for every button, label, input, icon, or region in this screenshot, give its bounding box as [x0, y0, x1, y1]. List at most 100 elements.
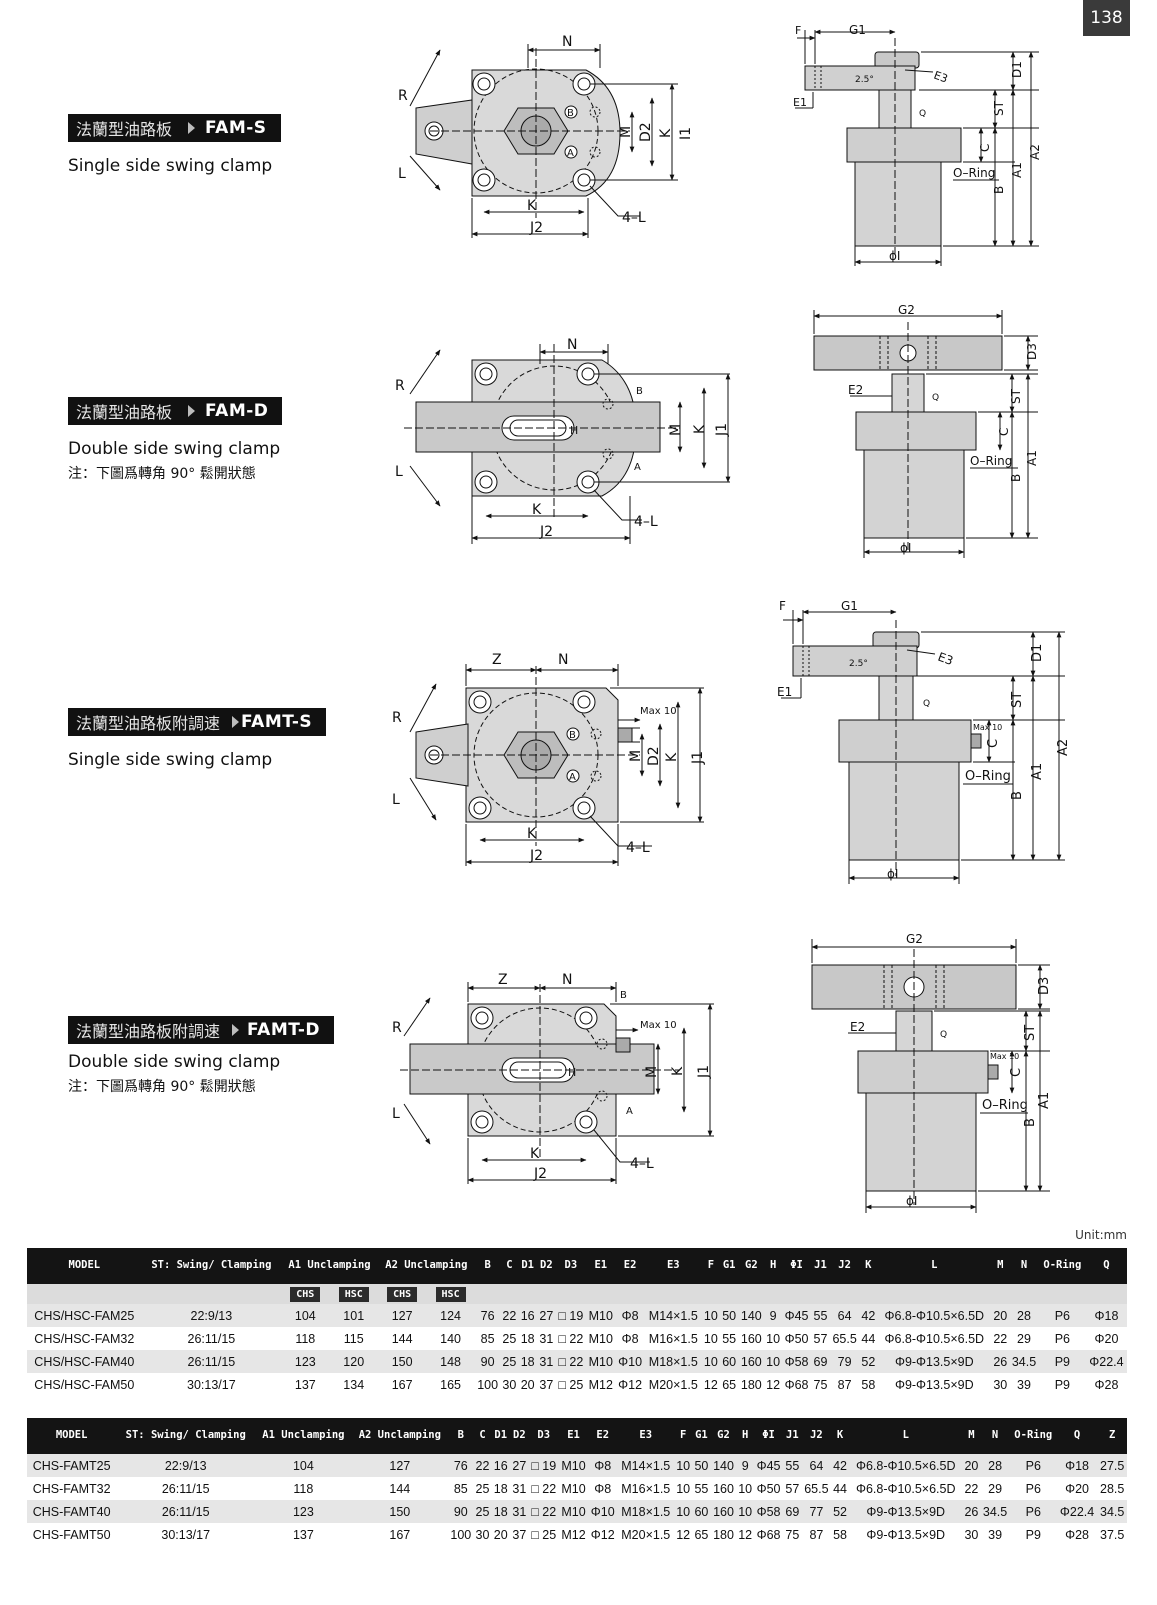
table-cell: 52: [859, 1350, 878, 1373]
section-famt-d: 法蘭型油路板附調速 FAMT-D Double side swing clamp…: [68, 1016, 335, 1096]
column-header: E3: [617, 1418, 675, 1454]
dim-label-c: C: [1009, 1068, 1024, 1077]
column-header: E1: [558, 1418, 589, 1454]
table-cell: 34.5: [1009, 1350, 1039, 1373]
table-cell: Φ20: [1056, 1477, 1098, 1500]
column-header: E3: [644, 1248, 702, 1284]
table-cell: 10: [701, 1350, 720, 1373]
port-a-label: A: [626, 1106, 633, 1117]
dim-label-m: M: [644, 1066, 660, 1078]
table-cell: Φ68: [782, 1373, 812, 1396]
table-cell: M14×1.5: [617, 1454, 675, 1477]
table-cell: 30: [991, 1373, 1010, 1396]
table-cell: M10: [558, 1477, 589, 1500]
column-header: D1: [518, 1248, 538, 1284]
table-cell: M10: [585, 1350, 616, 1373]
dim-label-q: Q: [919, 109, 926, 119]
column-header: B: [474, 1248, 501, 1284]
table-cell: 90: [448, 1500, 474, 1523]
table-cell: 140: [738, 1304, 765, 1327]
table-cell: 16: [491, 1454, 511, 1477]
blank-cell: [585, 1284, 616, 1304]
table-cell: 123: [255, 1500, 352, 1523]
table-cell: 118: [255, 1477, 352, 1500]
dim-label-d1: D1: [1010, 61, 1024, 78]
table-cell: 42: [831, 1454, 849, 1477]
table-cell: 10: [701, 1304, 720, 1327]
table-cell: Φ28: [1085, 1373, 1127, 1396]
table-cell: 9: [764, 1304, 783, 1327]
table-cell: 124: [426, 1304, 475, 1327]
table-cell: 104: [281, 1304, 330, 1327]
table-cell: 30: [962, 1523, 981, 1546]
table-cell: 37: [537, 1373, 556, 1396]
table-cell: 26:11/15: [141, 1350, 282, 1373]
table-cell: M12: [585, 1373, 616, 1396]
column-header: Q: [1056, 1418, 1098, 1454]
table-cell: 55: [692, 1477, 711, 1500]
famt-s-top-view-drawing: Z N R L Max 10 K J2 4–L B A M D2 K J1: [392, 652, 706, 866]
table-cell: 10: [736, 1500, 755, 1523]
dim-label-st: ST: [1009, 388, 1023, 404]
table-cell: 18: [518, 1350, 538, 1373]
table-cell: CHS/HSC-FAM40: [27, 1350, 142, 1373]
table-cell: 180: [710, 1523, 737, 1546]
table-cell: 22: [473, 1454, 492, 1477]
table-cell: 55: [811, 1304, 830, 1327]
table-cell: P6: [1009, 1454, 1057, 1477]
table-cell: 90: [474, 1350, 501, 1373]
dim-label-c: C: [986, 739, 1001, 748]
table-cell: P6: [1038, 1304, 1086, 1327]
table-cell: 37: [510, 1523, 529, 1546]
column-header: MODEL: [27, 1248, 142, 1284]
table-cell: M10: [558, 1454, 589, 1477]
table-cell: 31: [510, 1477, 529, 1500]
dim-label-phi-i: ϕI: [889, 249, 900, 263]
table-cell: Φ18: [1056, 1454, 1098, 1477]
port-a-label: A: [567, 148, 574, 159]
table-cell: 22:9/13: [116, 1454, 256, 1477]
dim-label-st: ST: [1023, 1025, 1038, 1041]
dim-label-l: L: [395, 464, 403, 480]
table-cell: 39: [1009, 1373, 1039, 1396]
table-cell: 10: [674, 1500, 693, 1523]
column-header: N: [1009, 1248, 1039, 1284]
table-cell: CHS/HSC-FAM32: [27, 1327, 142, 1350]
table-cell: 29: [1009, 1327, 1039, 1350]
dim-label-g2: G2: [906, 932, 923, 946]
table-cell: □ 22: [528, 1477, 559, 1500]
blank-cell: [500, 1284, 519, 1304]
dim-label-st: ST: [1010, 692, 1025, 708]
table-cell: 22: [991, 1327, 1010, 1350]
table-cell: 44: [859, 1327, 878, 1350]
dim-label-q: Q: [932, 393, 939, 403]
column-header: L: [877, 1248, 992, 1284]
variant-tag: CHS: [290, 1287, 321, 1302]
table-cell: Φ20: [1085, 1327, 1127, 1350]
triangle-icon: [232, 1024, 240, 1036]
table-cell: 160: [710, 1500, 737, 1523]
dim-label-a1: A1: [1030, 763, 1045, 780]
column-header: ΦI: [782, 1248, 812, 1284]
table-cell: 167: [377, 1373, 427, 1396]
table-cell: 144: [377, 1327, 427, 1350]
table-cell: 31: [510, 1500, 529, 1523]
dim-label-d3: D3: [1037, 977, 1052, 995]
table-cell: Φ9-Φ13.5×9D: [877, 1373, 992, 1396]
table-cell: 150: [377, 1350, 427, 1373]
dim-label-q: Q: [940, 1030, 947, 1040]
dim-label-j1: J1: [690, 751, 706, 765]
dim-label-l: L: [398, 166, 406, 182]
blank-cell: [474, 1284, 501, 1304]
table-cell: 26:11/15: [116, 1477, 256, 1500]
column-header: G1: [719, 1248, 739, 1284]
dim-label-n: N: [558, 652, 568, 668]
table-cell: P6: [1009, 1477, 1057, 1500]
table-cell: 75: [811, 1373, 830, 1396]
dim-label-k-vertical: K: [664, 752, 680, 762]
table-cell: M20×1.5: [617, 1523, 675, 1546]
angle-label: 2.5°: [849, 659, 868, 669]
table-cell: M10: [585, 1327, 616, 1350]
